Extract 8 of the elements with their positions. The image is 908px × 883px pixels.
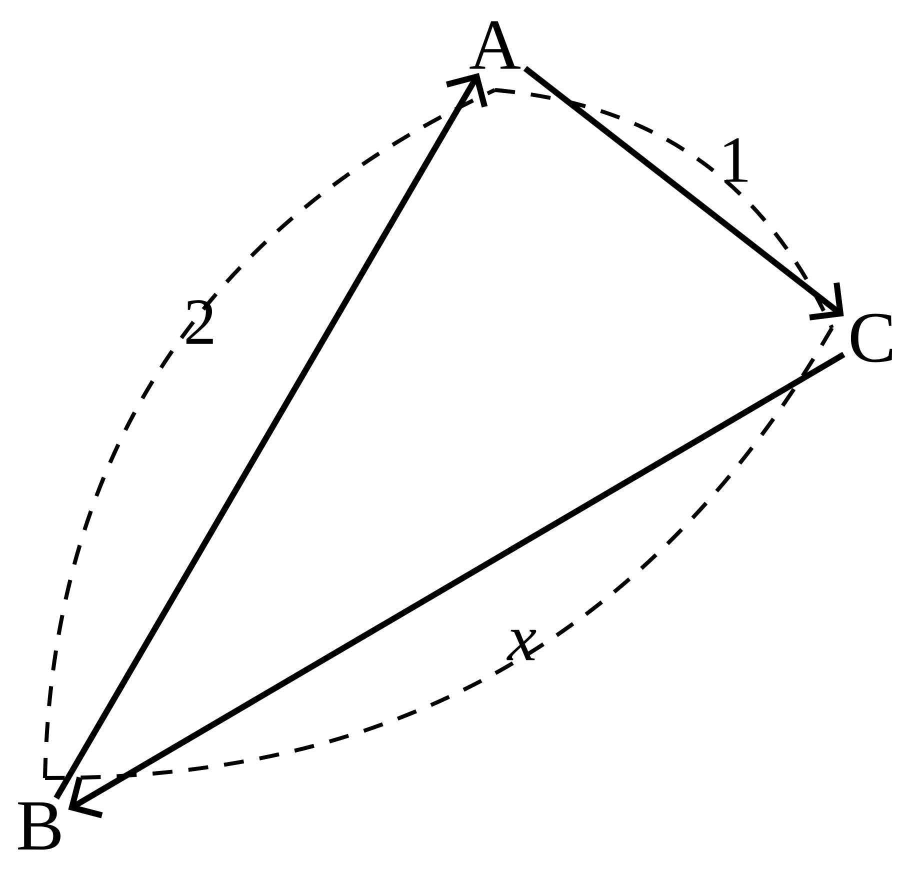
arrow [68,352,846,818]
length-label: 1 [724,138,748,182]
vertex-label: A [470,21,520,69]
length-label: 2 [186,300,213,344]
vertex-label: C [850,314,892,362]
arrow [523,66,844,320]
vertex-label: B [18,802,60,850]
length-label: x [506,630,536,660]
